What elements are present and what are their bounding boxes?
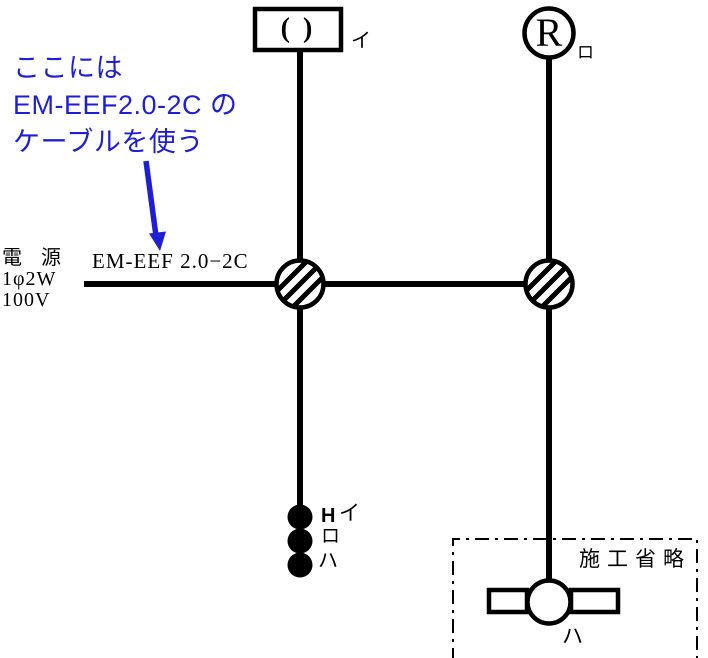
switch-1-suffix: H xyxy=(321,505,336,527)
switch-dot-1 xyxy=(287,504,313,530)
power-source-title: 電 源 xyxy=(2,247,68,269)
switch-dot-3 xyxy=(287,552,313,578)
lamp-receptacle-label: ロ xyxy=(577,43,594,62)
annotation-arrow-icon xyxy=(143,160,166,251)
annotation-line-1: ここには xyxy=(13,53,123,83)
power-source-voltage: 100V xyxy=(2,289,51,311)
switch-3-label: ハ xyxy=(318,550,338,572)
fluorescent-light-label: ハ xyxy=(562,624,583,648)
ceiling-light-symbol-text: ( ) xyxy=(280,12,316,44)
power-source-block: 電 源 1φ2W 100V xyxy=(2,248,68,311)
omitted-section-label: 施工省略 xyxy=(579,547,691,571)
cable-type-label: EM-EEF 2.0−2C xyxy=(92,249,249,273)
switch-1-label: イ xyxy=(339,501,360,525)
switch-dot-2 xyxy=(287,528,313,554)
fluorescent-circle xyxy=(525,578,573,626)
wires xyxy=(84,48,552,582)
fluorescent-right-arm xyxy=(568,587,621,615)
fluorescent-left-arm xyxy=(486,587,530,615)
switch-dots xyxy=(287,504,313,578)
junction-box-1 xyxy=(274,258,326,310)
annotation-line-2: EM-EEF2.0-2C の xyxy=(13,90,238,120)
fluorescent-light-symbol xyxy=(486,578,621,626)
annotation-line-3: ケーブルを使う xyxy=(13,127,204,157)
junction-box-2 xyxy=(523,258,575,310)
power-source-phase: 1φ2W xyxy=(2,268,57,290)
lamp-receptacle-circle xyxy=(522,6,576,60)
switch-2-label: ロ xyxy=(321,526,341,547)
omitted-section-box xyxy=(452,538,698,658)
cable-annotation-note: ここには EM-EEF2.0-2C の ケーブルを使う xyxy=(13,50,238,161)
ceiling-light-label: イ xyxy=(351,30,371,52)
lamp-receptacle-letter: R xyxy=(535,9,563,55)
ceiling-light-box xyxy=(252,6,344,53)
